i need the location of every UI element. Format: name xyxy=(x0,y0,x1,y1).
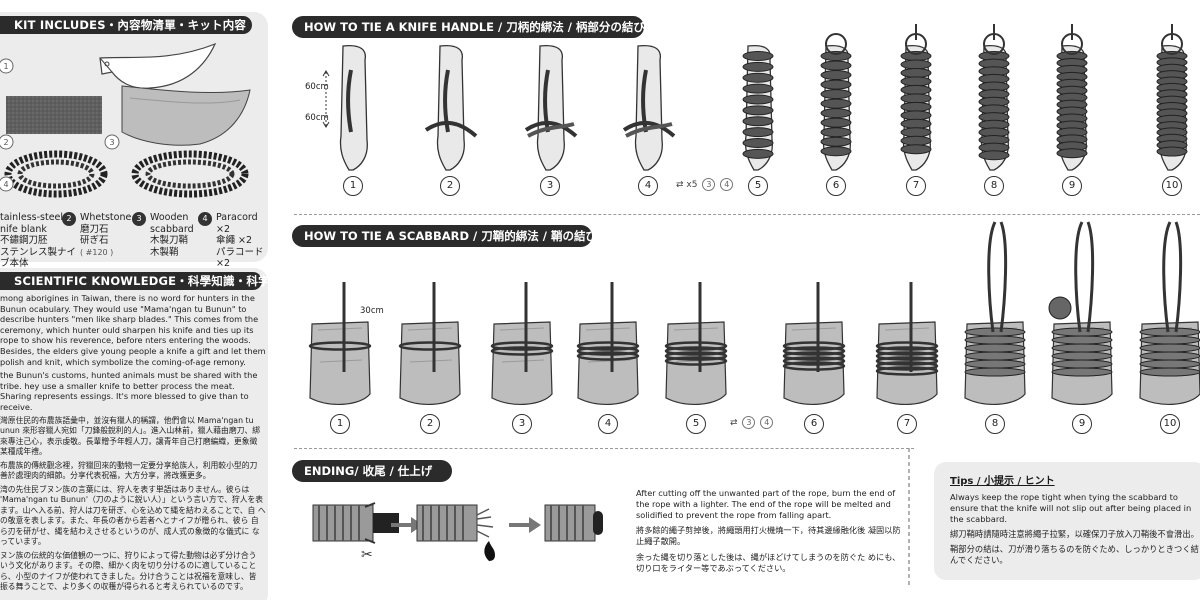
kit-item-3-number: 3 xyxy=(132,212,146,226)
section-divider-2 xyxy=(294,448,914,449)
handle-step-4-number: 4 xyxy=(638,176,658,196)
ending-section-title: ENDING/ 收尾 / 仕上げ xyxy=(292,460,452,482)
ending-illustration: ✂ xyxy=(312,502,603,563)
handle-step-1-number: 1 xyxy=(343,176,363,196)
handle-step-4-illustration xyxy=(622,44,676,171)
handle-step-8-illustration xyxy=(978,24,1010,171)
handle-section-title: HOW TO TIE A KNIFE HANDLE / 刀柄的綁法 / 柄部分の… xyxy=(292,16,656,38)
scabbard-step-8-number: 8 xyxy=(985,414,1005,434)
handle-step-10-illustration xyxy=(1156,24,1188,171)
scabbard-step-1-illustration xyxy=(308,282,372,405)
handle-measure-top: 60cm xyxy=(305,82,329,92)
scabbard-step-7-number: 7 xyxy=(897,414,917,434)
scabbard-step-6-illustration xyxy=(782,282,846,405)
handle-step-2-illustration xyxy=(424,44,478,171)
handle-step-illustrations xyxy=(339,24,1188,171)
scabbard-step-3-illustration xyxy=(490,282,554,405)
knife-blank-illustration: 1 xyxy=(0,42,217,89)
scabbard-step-5-illustration xyxy=(664,282,728,405)
svg-text:1: 1 xyxy=(3,62,8,71)
repeat-icon: ⇄ xyxy=(676,180,684,190)
scabbard-step-2-illustration xyxy=(398,282,462,405)
scabbard-measure: 30cm xyxy=(360,306,384,316)
scabbard-step-8-illustration xyxy=(964,221,1026,405)
scabbard-step-2-number: 2 xyxy=(420,414,440,434)
svg-text:4: 4 xyxy=(3,180,8,189)
handle-measure-bottom: 60cm xyxy=(305,113,329,123)
tips-title: Tips / 小提示 / ヒント xyxy=(950,476,1055,487)
scabbard-step-5-number: 5 xyxy=(686,414,706,434)
kit-item-4-number: 4 xyxy=(198,212,212,226)
scabbard-step-illustrations xyxy=(308,221,1200,405)
handle-step-3-illustration xyxy=(524,44,578,171)
science-panel xyxy=(0,268,268,600)
science-title: SCIENTIFIC KNOWLEDGE・科學知識・科学の豆知識 xyxy=(0,272,316,290)
rope-burn-illustration xyxy=(416,504,495,561)
arrow-icon xyxy=(391,517,423,533)
scabbard-step-6-number: 6 xyxy=(804,414,824,434)
rope-cut-illustration: ✂ xyxy=(312,502,399,563)
whetstone-illustration: 2 xyxy=(0,96,102,150)
kit-title: KIT INCLUDES・內容物清單・キット内容 xyxy=(0,16,252,34)
kit-item-3: Wooden scabbard 木製刀鞘 木製鞘 xyxy=(150,212,194,258)
science-text: mong aborigines in Taiwan, there is no w… xyxy=(0,293,266,592)
ending-text: After cutting off the unwanted part of t… xyxy=(636,488,901,573)
kit-item-2-number: 2 xyxy=(62,212,76,226)
handle-repeat-note: ⇄ x5 3 4 xyxy=(676,178,734,191)
kit-item-2: Whetstone 磨刀石 研ぎ石 ( #120 ) xyxy=(80,212,132,257)
handle-step-5-illustration xyxy=(742,44,774,171)
svg-text:2: 2 xyxy=(3,138,8,147)
svg-text:3: 3 xyxy=(109,138,114,147)
tips-panel xyxy=(934,462,1200,580)
scabbard-illustration: 3 xyxy=(104,85,251,150)
scabbard-repeat-note: ⇄ 3 4 xyxy=(730,416,774,429)
paracord-illustration: 4 xyxy=(0,150,249,198)
scissors-icon: ✂ xyxy=(361,547,373,563)
ending-divider-vertical xyxy=(908,448,910,588)
handle-step-5-number: 5 xyxy=(748,176,768,196)
flame-icon xyxy=(484,541,495,561)
repeat-icon: ⇄ xyxy=(730,418,738,428)
scabbard-step-9-illustration xyxy=(1048,221,1113,405)
handle-step-7-number: 7 xyxy=(906,176,926,196)
scabbard-section-title: HOW TO TIE A SCABBARD / 刀鞘的綁法 / 鞘の結び方 xyxy=(292,225,608,247)
tips-text: Always keep the rope tight when tying th… xyxy=(950,492,1199,565)
scabbard-step-7-illustration xyxy=(875,282,939,405)
kit-item-4: Paracord ×2 傘繩 ×2 パラコード ×2 xyxy=(216,212,264,269)
handle-step-1-illustration xyxy=(339,44,368,171)
handle-step-3-number: 3 xyxy=(540,176,560,196)
scabbard-step-4-number: 4 xyxy=(598,414,618,434)
scabbard-step-10-illustration xyxy=(1139,221,1200,405)
handle-step-6-number: 6 xyxy=(826,176,846,196)
handle-step-9-illustration xyxy=(1056,24,1088,171)
scabbard-step-4-illustration xyxy=(576,282,640,405)
handle-step-6-illustration xyxy=(820,33,852,171)
handle-measure-arrows xyxy=(322,70,330,128)
kit-item-1: tainless-steel nife blank 不鏽鋼刀胚 ステンレス製ナイ… xyxy=(0,212,77,269)
handle-step-10-number: 10 xyxy=(1162,176,1182,196)
handle-step-9-number: 9 xyxy=(1062,176,1082,196)
arrow-icon xyxy=(509,517,541,533)
scabbard-step-3-number: 3 xyxy=(512,414,532,434)
scabbard-step-9-number: 9 xyxy=(1072,414,1092,434)
scabbard-step-1-number: 1 xyxy=(330,414,350,434)
handle-step-8-number: 8 xyxy=(984,176,1004,196)
kit-illustration: 1 2 3 4 xyxy=(0,42,251,198)
rope-finished-illustration xyxy=(544,504,603,542)
section-divider-1 xyxy=(294,214,1200,215)
scabbard-step-10-number: 10 xyxy=(1160,414,1180,434)
handle-step-2-number: 2 xyxy=(440,176,460,196)
handle-step-7-illustration xyxy=(900,24,932,171)
left-panel: KIT INCLUDES・內容物清單・キット内容 1 2 3 xyxy=(0,0,316,600)
